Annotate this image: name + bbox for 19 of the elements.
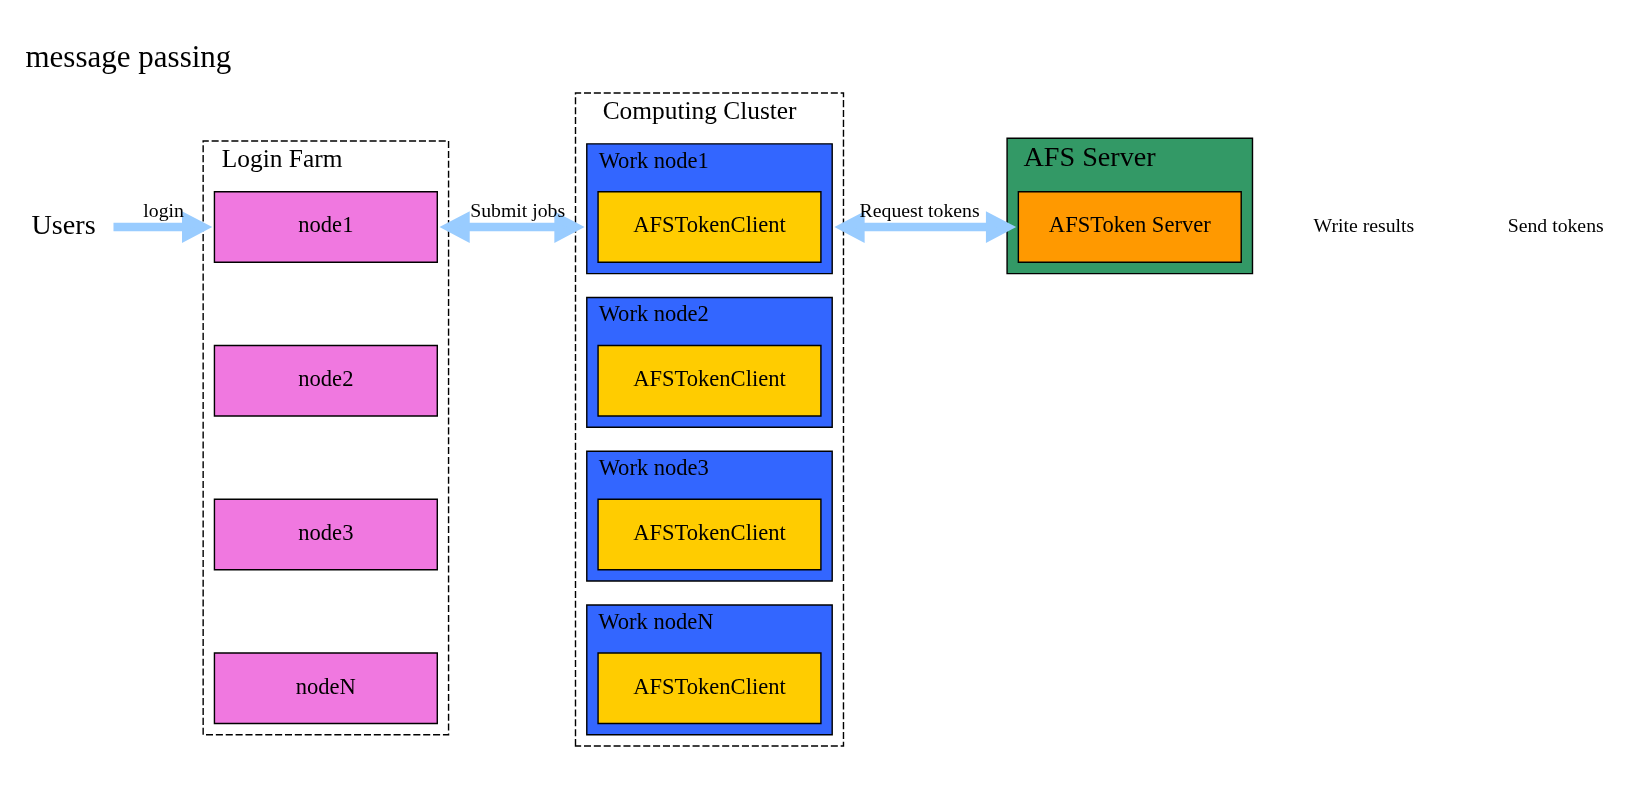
diagram-title: message passing [25,39,232,75]
node-box: node2 [213,344,438,417]
arrow [834,211,1017,243]
edge-label: login [143,199,184,222]
label: Write results [1313,214,1415,237]
node-box: nodeN [213,652,438,725]
label: Send tokens [1507,214,1604,237]
node-box: node3 [213,498,438,571]
node-box: AFSTokenClient [597,652,822,725]
edge-label: Request tokens [859,199,980,222]
arrow [439,211,585,243]
node-box: AFSTokenClient [597,498,822,571]
node-box: node1 [213,191,438,263]
edge-label: Submit jobs [470,199,566,222]
arrow [113,211,213,243]
node-text: Users [31,209,96,241]
node-box: AFSToken Server [1017,191,1242,263]
node-box: AFSTokenClient [597,344,822,417]
node-box: AFSTokenClient [597,191,822,263]
